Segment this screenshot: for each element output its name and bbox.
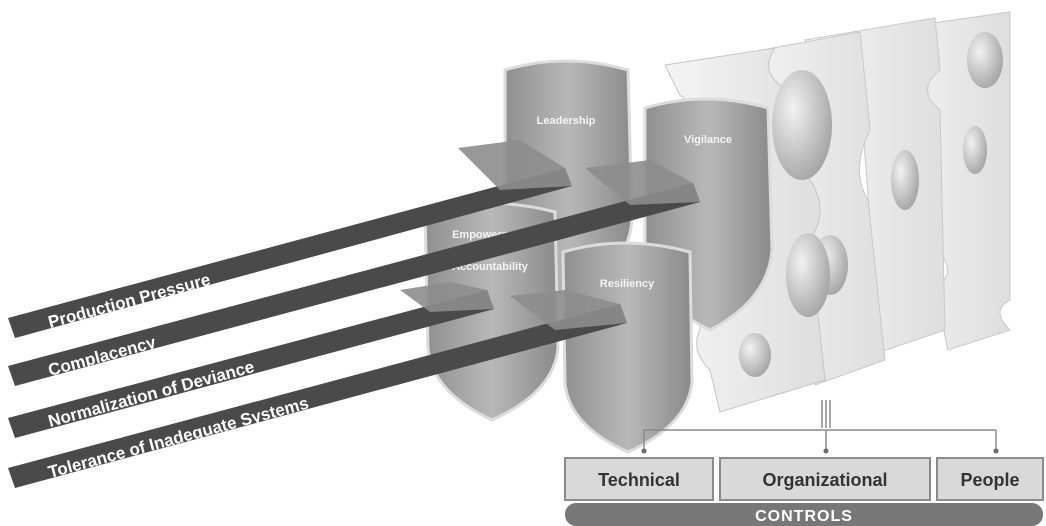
control-organizational: Organizational <box>762 470 887 490</box>
cheese-slice-3 <box>803 17 946 353</box>
control-technical: Technical <box>598 470 680 490</box>
shield-label-vigilance: Vigilance <box>684 134 732 146</box>
shield-resiliency: Resiliency <box>561 241 694 454</box>
threat-label-2: Complacency <box>46 333 158 380</box>
controls-boxes: Technical Organizational People CONTROLS <box>564 457 1044 526</box>
controls-bar <box>565 503 1043 526</box>
shield-label-empowerment-3: Accountability <box>452 261 529 273</box>
controls-connectors <box>641 400 999 454</box>
shield-label-resiliency: Resiliency <box>600 278 655 290</box>
control-people: People <box>960 470 1019 490</box>
controls-label: CONTROLS <box>755 508 853 525</box>
shield-label-leadership: Leadership <box>537 115 596 127</box>
